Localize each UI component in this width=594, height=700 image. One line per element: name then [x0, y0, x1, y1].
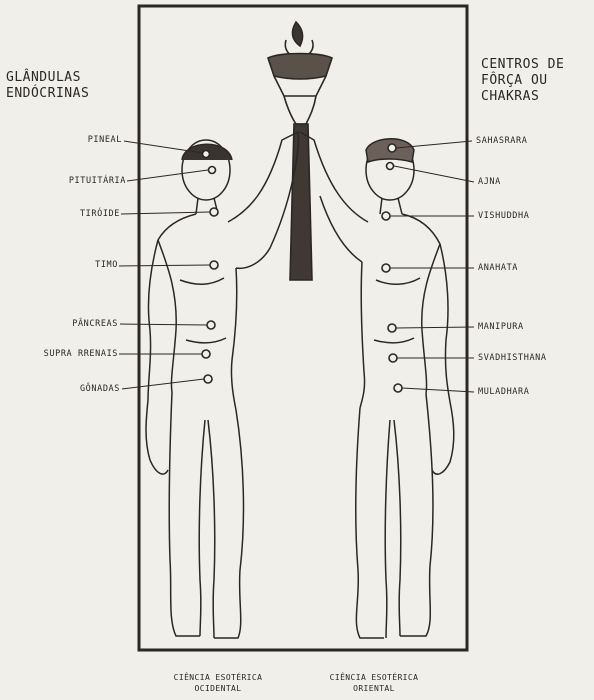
label-sahasrara: SAHASRARA [476, 136, 527, 147]
gland-markers [202, 151, 218, 384]
caption-line: OCIDENTAL [148, 683, 288, 694]
anahata-marker [382, 264, 390, 272]
ajna-marker [387, 163, 394, 170]
gland-leader-lines [119, 141, 210, 389]
heading-line: FÔRÇA OU [481, 73, 593, 89]
torch-icon [268, 22, 332, 280]
caption-western: CIÊNCIA ESOTÉRICA OCIDENTAL [148, 672, 288, 694]
heading-line: CENTROS DE [481, 57, 593, 73]
suprarrenais-marker [202, 350, 210, 358]
label-tiroide: TIRÓIDE [46, 209, 120, 220]
heading-line: ENDÓCRINAS [6, 86, 136, 102]
label-muladhara: MULADHARA [478, 387, 529, 398]
caption-line: CIÊNCIA ESOTÉRICA [148, 672, 288, 683]
label-pituitaria: PITUITÁRIA [38, 176, 126, 187]
label-pancreas: PÂNCREAS [40, 319, 118, 330]
chakras-heading: CENTROS DE FÔRÇA OU CHAKRAS [481, 57, 593, 105]
label-gonadas: GÔNADAS [40, 384, 120, 395]
caption-line: CIÊNCIA ESOTÉRICA [304, 672, 444, 683]
right-figure [300, 132, 454, 638]
caption-line: ORIENTAL [304, 683, 444, 694]
label-suprarrenais: SUPRA RRENAIS [10, 349, 118, 360]
left-figure [146, 132, 298, 638]
heading-line: CHAKRAS [481, 89, 593, 105]
manipura-marker [388, 324, 396, 332]
label-anahata: ANAHATA [478, 263, 518, 274]
label-manipura: MANIPURA [478, 322, 524, 333]
label-pineal: PINEAL [60, 135, 122, 146]
glands-heading: GLÂNDULAS ENDÓCRINAS [6, 70, 136, 102]
label-svadhisthana: SVADHISTHANA [478, 353, 547, 364]
heading-line: GLÂNDULAS [6, 70, 136, 86]
pancreas-marker [207, 321, 215, 329]
label-ajna: AJNA [478, 177, 501, 188]
label-vishuddha: VISHUDDHA [478, 211, 529, 222]
pineal-marker [203, 151, 210, 158]
muladhara-marker [394, 384, 402, 392]
pituitaria-marker [209, 167, 216, 174]
sahasrara-marker [388, 144, 396, 152]
svadhisthana-marker [389, 354, 397, 362]
gonadas-marker [204, 375, 212, 383]
timo-marker [210, 261, 218, 269]
vishuddha-marker [382, 212, 390, 220]
caption-eastern: CIÊNCIA ESOTÉRICA ORIENTAL [304, 672, 444, 694]
tiroide-marker [210, 208, 218, 216]
label-timo: TIMO [60, 260, 118, 271]
